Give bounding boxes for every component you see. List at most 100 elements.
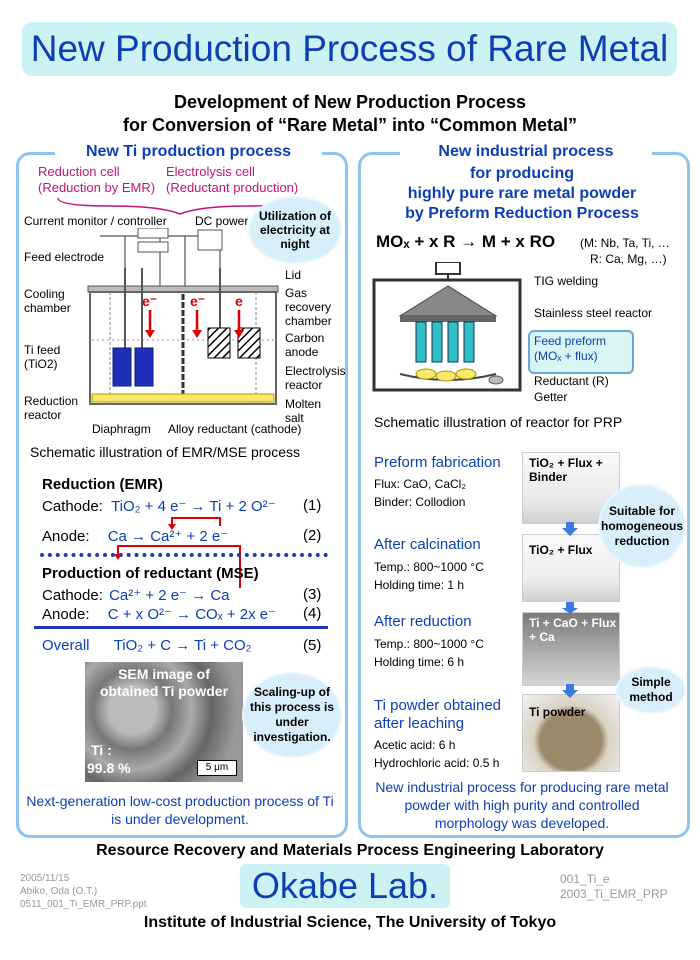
right-heading-3: highly pure rare metal powder	[407, 185, 637, 202]
label-tio2-text: (TiO2)	[24, 357, 58, 371]
eq4-label: Anode:	[42, 606, 90, 623]
cloud-night-electricity: Utilization of electricity at night	[250, 198, 340, 262]
eq3-text: Ca²⁺ + 2 e⁻ → Ca	[109, 587, 230, 604]
lab-name: Resource Recovery and Materials Process …	[96, 842, 604, 859]
svg-text:e⁻: e⁻	[190, 293, 205, 309]
label-dc-power: DC power	[195, 214, 249, 228]
label-stainless-reactor: Stainless steel reactor	[534, 306, 653, 320]
cloud-simple-text: Simple method	[629, 675, 673, 704]
label-molten-salt: Molten salt	[285, 397, 322, 425]
eq4-text: C + x O²⁻ → COₓ + 2x e⁻	[107, 606, 277, 623]
eq2-num: (2)	[303, 527, 322, 544]
eq2-row: Anode: Ca → Ca²⁺ + 2 e⁻	[42, 527, 228, 545]
reaction-note-2: R: Ca, Mg, …)	[590, 252, 667, 266]
electrolysis-cell-label: Electrolysis cell (Reductant production)	[166, 164, 298, 196]
institute-name: Institute of Industrial Science, The Uni…	[143, 914, 557, 931]
step2-title: After calcination	[374, 536, 481, 553]
step2-photo-label: TiO₂ + Flux	[529, 543, 593, 557]
file-meta: 2005/11/15 Abiko, Oda (O.T.) 0511_001_Ti…	[20, 872, 147, 911]
code-2: 2003_Ti_EMR_PRP	[560, 887, 668, 901]
right-heading-2: for producing	[470, 165, 574, 182]
right-heading-block: for producing highly pure rare metal pow…	[362, 164, 682, 224]
electrolysis-cell-sub: (Reductant production)	[166, 180, 299, 195]
reduction-title: Reduction (EMR)	[42, 476, 163, 493]
process-flow-arrows	[562, 522, 578, 698]
step4-line1: Acetic acid: 6 h	[374, 738, 456, 752]
label-carbon-anode: Carbon anode	[285, 331, 325, 359]
subtitle-line-2: for Conversion of “Rare Metal” into “Com…	[122, 115, 578, 135]
step4-title-1: Ti powder obtained	[374, 697, 502, 714]
sem-title: SEM image of obtained Ti powder	[99, 666, 229, 699]
label-electrolysis-reactor: Electrolysis reactor	[285, 364, 346, 392]
label-getter: Getter	[534, 390, 568, 404]
reduction-cell-sub: (Reduction by EMR)	[38, 180, 156, 195]
eq3-row: Cathode: Ca²⁺ + 2 e⁻ → Ca	[42, 586, 230, 604]
eq3-label: Cathode:	[42, 587, 103, 604]
okabe-lab-badge: Okabe Lab.	[240, 864, 450, 908]
cloud-night-text: Utilization of electricity at night	[259, 209, 331, 251]
eq1-row: Cathode: TiO₂ + 4 e⁻ → Ti + 2 O²⁻	[42, 497, 276, 515]
eq4-num: (4)	[303, 605, 322, 622]
eq5-num: (5)	[303, 637, 322, 654]
prp-caption: Schematic illustration of reactor for PR…	[374, 414, 623, 430]
label-feed-preform: Feed preform (MOₓ + flux)	[528, 330, 634, 374]
reduction-cell-title: Reduction cell	[38, 164, 120, 179]
reductant-title: Production of reductant (MSE)	[42, 565, 259, 582]
step4-title: Ti powder obtained after leaching	[374, 697, 501, 733]
okabe-lab-text: Okabe Lab.	[251, 865, 439, 906]
eq3-num: (3)	[303, 586, 322, 603]
label-lid: Lid	[285, 268, 302, 282]
label-ti-feed-text: Ti feed	[24, 343, 61, 357]
right-footer: New industrial process for producing rar…	[375, 779, 669, 831]
meta-date: 2005/11/15	[20, 873, 70, 884]
left-panel-heading: New Ti production process	[55, 142, 322, 162]
step1-line2: Binder: Collodion	[374, 495, 466, 509]
step4-photo-label: Ti powder	[529, 705, 586, 719]
file-codes: 001_Ti_e 2003_Ti_EMR_PRP	[560, 872, 668, 902]
electrolysis-cell-title: Electrolysis cell	[166, 164, 255, 179]
step2-photo: TiO₂ + Flux	[522, 534, 620, 602]
cloud-homogeneous: Suitable for homogeneous reduction	[600, 486, 684, 566]
cloud-simple: Simple method	[618, 668, 684, 712]
equation-divider-solid	[34, 626, 328, 629]
eq5-text: TiO₂ + C → Ti + CO₂	[113, 637, 252, 654]
step2-line2: Holding time: 1 h	[374, 578, 465, 592]
step3-title: After reduction	[374, 613, 472, 630]
label-alloy-reductant: Alloy reductant (cathode)	[168, 422, 302, 436]
eq2-text: Ca → Ca²⁺ + 2 e⁻	[107, 528, 229, 545]
reduction-cell-label: Reduction cell (Reduction by EMR)	[38, 164, 155, 196]
feed-preform-sub: (MOₓ + flux)	[534, 349, 598, 363]
cloud-homogeneous-text: Suitable for homogeneous reduction	[600, 503, 683, 548]
reaction-note-1: (M: Nb, Ta, Ti, …	[580, 236, 670, 250]
step2-line1: Temp.: 800~1000 °C	[374, 560, 484, 574]
step3-photo-label: Ti + CaO + Flux + Ca	[529, 616, 617, 644]
eq5-row: Overall TiO₂ + C → Ti + CO₂	[42, 637, 251, 654]
eq4-row: Anode: C + x O²⁻ → COₓ + 2x e⁻	[42, 605, 276, 623]
label-reductant: Reductant (R)	[534, 374, 609, 388]
emr-apparatus-diagram: e⁻ e⁻ e	[87, 228, 279, 405]
sem-image: SEM image of obtained Ti powder Ti : 99.…	[85, 662, 243, 782]
right-heading-1: New industrial process	[400, 142, 652, 162]
svg-text:e: e	[235, 293, 243, 309]
cloud-scaling-text: Scaling-up of this process is under inve…	[249, 685, 335, 744]
equation-divider-dotted	[40, 553, 328, 557]
step1-line1: Flux: CaO, CaCl₂	[374, 477, 467, 491]
label-tig-welding: TIG welding	[534, 274, 599, 288]
step3-line1: Temp.: 800~1000 °C	[374, 637, 484, 651]
label-cooling-chamber: Cooling chamber	[24, 287, 71, 315]
code-1: 001_Ti_e	[560, 872, 610, 886]
subtitle-line-1: Development of New Production Process	[173, 92, 527, 112]
eq2-label: Anode:	[42, 528, 90, 545]
sem-purity: 99.8 %	[87, 760, 131, 776]
step3-photo: Ti + CaO + Flux + Ca	[522, 612, 620, 686]
right-heading-4: by Preform Reduction Process	[405, 205, 639, 222]
label-feed-electrode: Feed electrode	[24, 250, 105, 264]
step4-photo: Ti powder	[522, 694, 620, 772]
step4-title-2: after leaching	[374, 715, 465, 732]
electron-flow-connectors	[114, 517, 241, 588]
page-title: New Production Process of Rare Metal	[30, 28, 669, 69]
reaction-equation: MOₓ + x R → M + x RO	[376, 232, 556, 251]
eq1-text: TiO₂ + 4 e⁻ → Ti + 2 O²⁻	[111, 498, 276, 515]
left-footer: Next-generation low-cost production proc…	[26, 793, 334, 827]
label-ti-feed: Ti feed (TiO2)	[24, 343, 60, 371]
